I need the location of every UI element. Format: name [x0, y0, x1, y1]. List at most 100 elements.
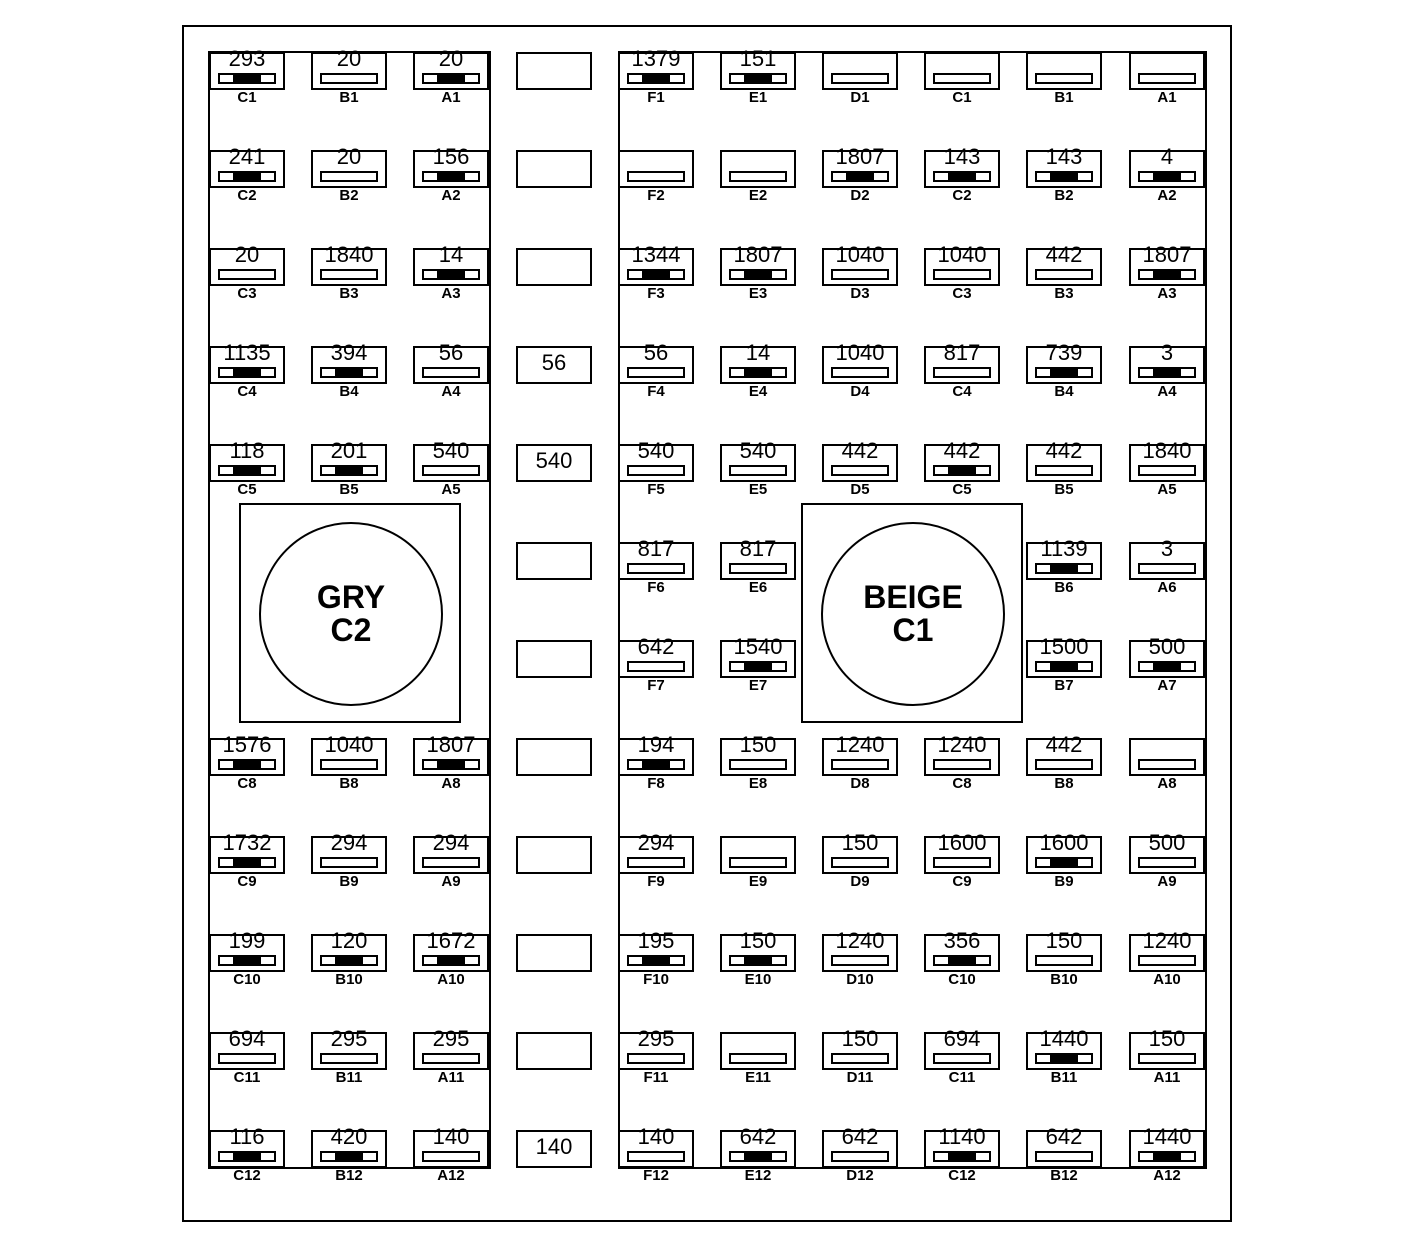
wire-empty: [218, 1053, 276, 1064]
circuit-number: 150: [841, 830, 879, 855]
wire-occupied: [218, 465, 276, 476]
circuit-number: 150: [739, 928, 777, 953]
pin-label: A8: [441, 775, 461, 792]
circuit-number: 14: [745, 340, 771, 365]
wire-occupied: [320, 465, 378, 476]
wire-occupied: [218, 367, 276, 378]
terminal-d2-right: 1807: [822, 145, 898, 188]
circuit-number: 540: [432, 438, 470, 463]
wire-empty: [1035, 269, 1093, 280]
pin-label: A5: [441, 481, 461, 498]
wire-empty: [933, 1053, 991, 1064]
middle-cavity: 56: [516, 346, 592, 384]
terminal-d8-right: 1240: [822, 733, 898, 776]
terminal-d9-right: 150: [822, 831, 898, 874]
pin-label: A11: [1153, 1069, 1181, 1086]
circuit-number: 20: [336, 46, 362, 71]
terminal-f8-right: 194: [618, 733, 694, 776]
pin-label: B10: [335, 971, 363, 988]
circuit-number: 1135: [223, 340, 271, 365]
terminal-f4-right: 56: [618, 341, 694, 384]
pin-label: E4: [748, 383, 768, 400]
wire-occupied: [422, 269, 480, 280]
terminal-a8-right: [1129, 738, 1205, 776]
pin-label: B10: [1050, 971, 1078, 988]
pin-label: D5: [850, 481, 870, 498]
pin-label: A1: [1157, 89, 1177, 106]
terminal-d3-right: 1040: [822, 243, 898, 286]
pin-label: C3: [237, 285, 257, 302]
pin-label: C5: [237, 481, 257, 498]
pin-label: F6: [647, 579, 665, 596]
wire-empty: [627, 857, 685, 868]
pin-label: C8: [952, 775, 972, 792]
circuit-number: 1540: [733, 634, 783, 659]
terminal-a12-left: 140: [413, 1125, 489, 1168]
circuit-number: 20: [336, 144, 362, 169]
terminal-c12-left: 116: [209, 1125, 285, 1168]
pin-label: A5: [1157, 481, 1177, 498]
terminal-e5-right: 540: [720, 439, 796, 482]
terminal-c10-right: 356: [924, 929, 1000, 972]
terminal-e1-right: 151: [720, 47, 796, 90]
circuit-number: 150: [841, 1026, 879, 1051]
pin-label: B3: [339, 285, 359, 302]
circuit-number: 4: [1160, 144, 1174, 169]
wire-occupied: [933, 1151, 991, 1162]
circuit-number: 195: [637, 928, 675, 953]
circuit-number: 120: [330, 928, 368, 953]
pin-label: C11: [948, 1069, 976, 1086]
pin-label: B4: [1054, 383, 1074, 400]
terminal-c12-right: 1140: [924, 1125, 1000, 1168]
pin-label: C4: [237, 383, 257, 400]
middle-cavity: [516, 542, 592, 580]
terminal-a12-right: 1440: [1129, 1125, 1205, 1168]
wire-occupied: [1035, 171, 1093, 182]
circuit-number: 140: [432, 1124, 470, 1149]
beige-c1-circle: BEIGE C1: [821, 522, 1005, 706]
middle-cavity: [516, 1032, 592, 1070]
middle-cavity: [516, 836, 592, 874]
wire-empty: [218, 269, 276, 280]
circuit-number: 642: [637, 634, 675, 659]
pin-label: B6: [1054, 579, 1074, 596]
gry-c2-connector: GRY C2: [239, 503, 461, 723]
circuit-number: 56: [541, 350, 567, 375]
terminal-b9-left: 294: [311, 831, 387, 874]
circuit-number: 1240: [835, 928, 885, 953]
pin-label: B1: [339, 89, 359, 106]
wire-empty: [320, 73, 378, 84]
pin-label: A9: [441, 873, 461, 890]
pin-label: F8: [647, 775, 665, 792]
pin-label: A11: [437, 1069, 465, 1086]
circuit-number: 442: [943, 438, 981, 463]
terminal-c9-left: 1732: [209, 831, 285, 874]
terminal-c4-right: 817: [924, 341, 1000, 384]
circuit-number: 1600: [937, 830, 987, 855]
circuit-number: 1440: [1142, 1124, 1192, 1149]
pin-label: C1: [952, 89, 972, 106]
wire-empty: [831, 1053, 889, 1064]
terminal-c1-right: [924, 52, 1000, 90]
pin-label: B8: [1054, 775, 1074, 792]
wire-occupied: [218, 759, 276, 770]
wire-occupied: [422, 759, 480, 770]
wire-occupied: [320, 367, 378, 378]
pin-label: D10: [846, 971, 874, 988]
circuit-number: 118: [229, 438, 265, 463]
circuit-number: 143: [943, 144, 981, 169]
wire-empty: [320, 1053, 378, 1064]
circuit-number: 201: [330, 438, 368, 463]
wire-occupied: [1035, 661, 1093, 672]
pin-label: F7: [647, 677, 665, 694]
wire-occupied: [1138, 171, 1196, 182]
circuit-number: 116: [229, 1124, 265, 1149]
terminal-f7-right: 642: [618, 635, 694, 678]
circuit-number: 394: [330, 340, 368, 365]
terminal-c9-right: 1600: [924, 831, 1000, 874]
circuit-number: 1139: [1040, 536, 1088, 561]
terminal-b10-left: 120: [311, 929, 387, 972]
terminal-a8-left: 1807: [413, 733, 489, 776]
wire-occupied: [422, 955, 480, 966]
wire-occupied: [627, 269, 685, 280]
